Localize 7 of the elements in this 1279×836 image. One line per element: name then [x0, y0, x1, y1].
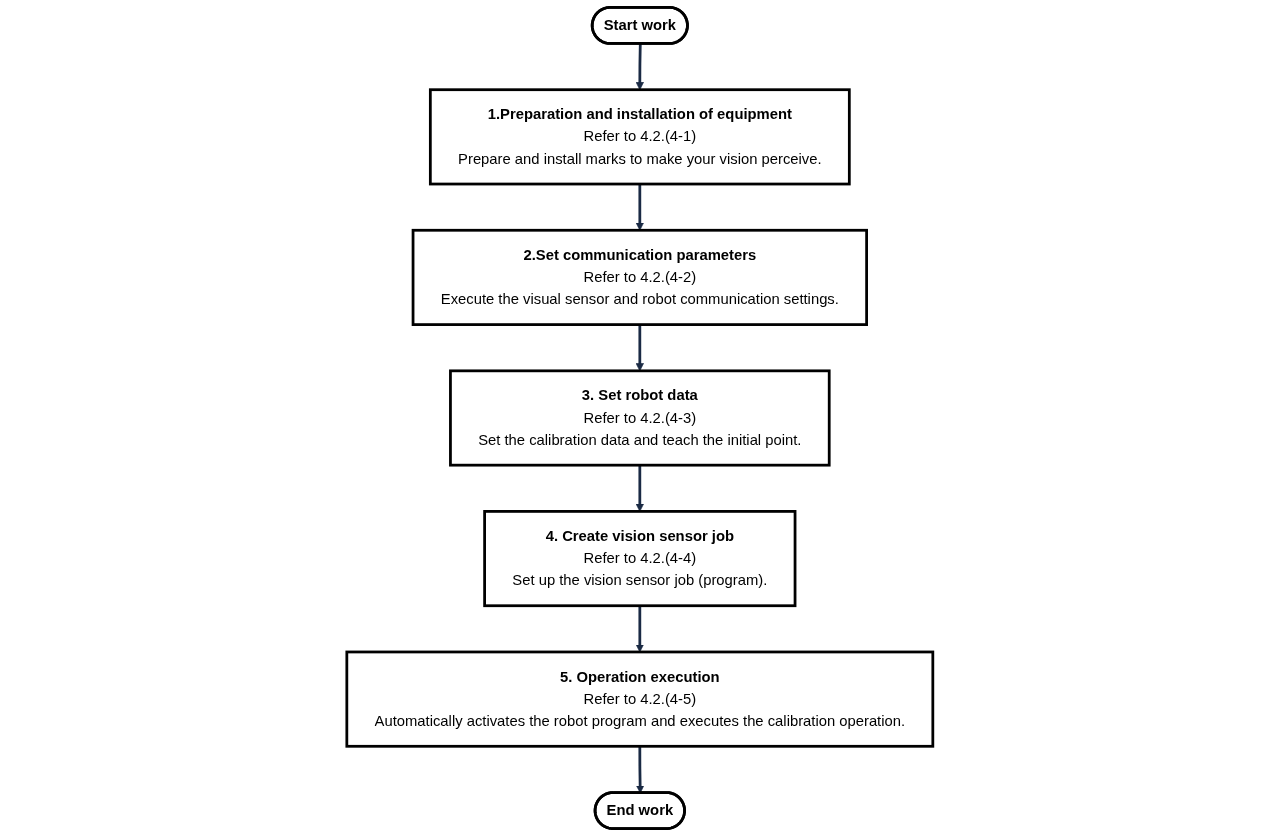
arrow	[635, 465, 644, 512]
arrow	[635, 184, 644, 231]
node-box: 1.Preparation and installation of equipment Refer to 4.2.(4-1) Prepare and install marks to make your vision perceive.	[428, 88, 851, 186]
node-box: 2.Set communication parameters Refer to 4.2.(4-2) Execute the visual sensor and robot communication settings.	[411, 228, 868, 326]
node-box: 3. Set robot data Refer to 4.2.(4-3) Set the calibration data and teach the initial point.	[448, 369, 831, 467]
node-box: 4. Create vision sensor job Refer to 4.2.(4-4) Set up the vision sensor job (program).	[482, 510, 797, 608]
node-box: 5. Operation execution Refer to 4.2.(4-5) Automatically activates the robot program and executes the calibration operation.	[345, 650, 934, 748]
